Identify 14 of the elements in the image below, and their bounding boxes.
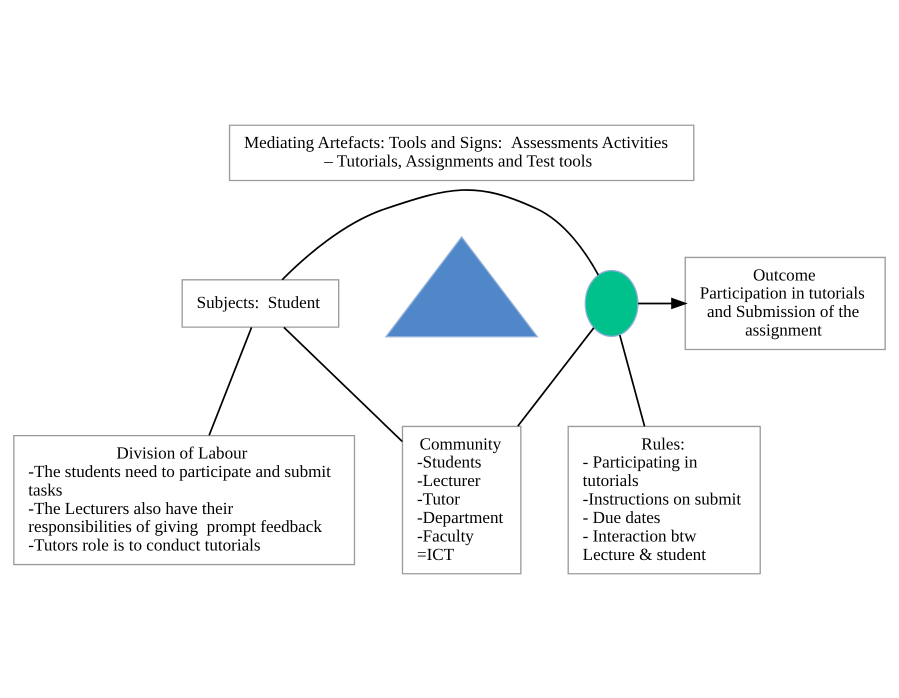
node-box: Mediating Artefacts: Tools and Signs: Assessments Activities – Tutorials, Assignments and Test tools xyxy=(228,124,694,181)
arrow xyxy=(638,297,688,309)
node-box: Subjects: Student xyxy=(182,278,340,328)
node-box: Division of Labour -The students need to participate and submit tasks -The Lecturers also have their responsibilities of giving prompt feedback -Tutors role is to conduct tutorials xyxy=(13,434,356,565)
connector xyxy=(282,188,600,280)
connector xyxy=(208,326,252,436)
connector xyxy=(283,326,403,442)
node-triangle xyxy=(384,235,539,337)
connector xyxy=(517,326,594,426)
node-box: Rules: - Participating in tutorials -Instructions on submit - Due dates - Interaction btw Lecture & student xyxy=(568,425,761,574)
node-box: Community -Students -Lecturer -Tutor -Department -Faculty =ICT xyxy=(402,425,522,574)
node-circle xyxy=(584,269,639,336)
node-box: Outcome Participation in tutorials and Submission of the assignment xyxy=(684,256,886,350)
connector xyxy=(619,334,646,426)
